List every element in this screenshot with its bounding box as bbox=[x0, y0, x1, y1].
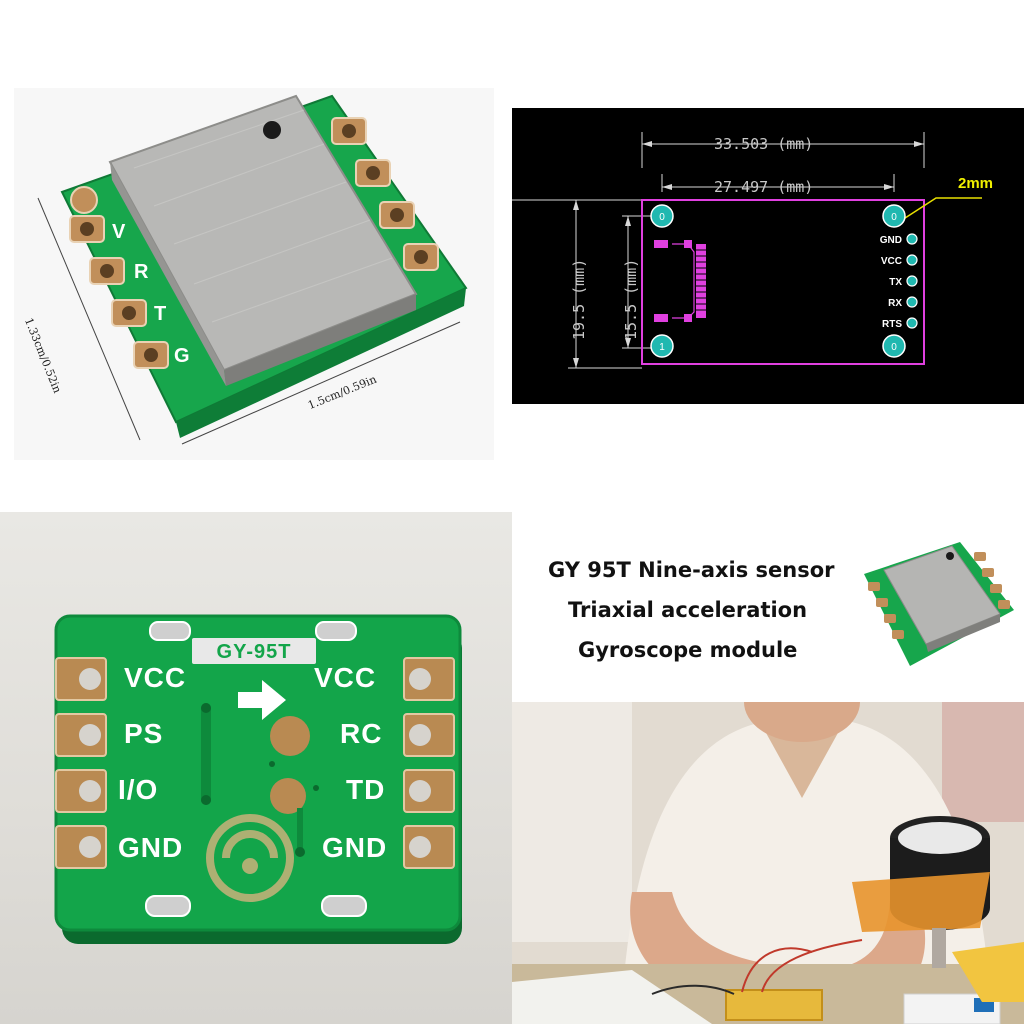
hole-number-1: 0 bbox=[659, 212, 665, 223]
silk-right-vcc: VCC bbox=[314, 662, 377, 693]
dimension-inner-height: 15.5 (mm) bbox=[622, 259, 640, 340]
model-label: GY-95T bbox=[217, 641, 292, 663]
manufacturer-logo bbox=[206, 814, 294, 902]
board-back-photo: GY-95T bbox=[54, 614, 462, 944]
pin-letter-g: G bbox=[174, 345, 190, 367]
silk-left-ps: PS bbox=[124, 718, 164, 749]
hole-size-callout: 2mm bbox=[958, 175, 993, 192]
title-line-2: Triaxial acceleration bbox=[568, 598, 808, 622]
student-photo bbox=[512, 702, 1024, 1024]
hole-number-3: 1 bbox=[659, 342, 665, 353]
title-line-3: Gyroscope module bbox=[578, 638, 798, 662]
board-outline bbox=[641, 199, 925, 365]
module-thumbnail bbox=[864, 542, 1014, 666]
mounting-holes bbox=[650, 204, 906, 358]
cad-drawing: 33.503 (mm) 27.497 (mm) 19.5 (mm) 15.5 (… bbox=[512, 132, 993, 369]
pin-label-rts: RTS bbox=[882, 319, 902, 330]
pin-letter-v: V bbox=[112, 221, 126, 243]
dimension-total-width: 33.503 (mm) bbox=[714, 135, 813, 153]
module-photo-panel: V R T G 1.33cm/0.52in 1.5cm/0.59in bbox=[14, 88, 494, 460]
student-photo-panel bbox=[512, 702, 1024, 1024]
title-panel: GY 95T Nine-axis sensor Triaxial acceler… bbox=[512, 512, 1024, 702]
dimension-inner-width: 27.497 (mm) bbox=[714, 178, 813, 196]
title-line-1: GY 95T Nine-axis sensor bbox=[548, 558, 835, 582]
silk-right-td: TD bbox=[346, 774, 386, 805]
board-back-panel: GY-95T VCC PS I/O GND VCC RC TD GND bbox=[0, 512, 512, 1024]
width-dimension-line bbox=[181, 321, 461, 445]
height-dimension-line bbox=[37, 197, 141, 441]
pin-letter-r: R bbox=[134, 261, 149, 283]
pin-label-rx: RX bbox=[888, 298, 902, 309]
pin-label-vcc: VCC bbox=[881, 256, 902, 267]
cad-drawing-panel: 33.503 (mm) 27.497 (mm) 19.5 (mm) 15.5 (… bbox=[512, 108, 1024, 404]
silk-left-io: I/O bbox=[118, 774, 159, 805]
silk-right-gnd: GND bbox=[322, 832, 388, 863]
silk-right-rc: RC bbox=[340, 718, 383, 749]
direction-arrow-icon bbox=[238, 680, 286, 720]
silk-left-vcc: VCC bbox=[124, 662, 187, 693]
pin-letter-t: T bbox=[154, 303, 166, 325]
module-photo: V R T G bbox=[37, 94, 468, 445]
pin-label-tx: TX bbox=[889, 277, 902, 288]
hole-number-4: 0 bbox=[891, 342, 897, 353]
silk-left-gnd: GND bbox=[118, 832, 184, 863]
dimension-outer-height: 19.5 (mm) bbox=[570, 259, 588, 340]
hole-number-2: 0 bbox=[891, 212, 897, 223]
pin-label-gnd: GND bbox=[880, 235, 902, 246]
